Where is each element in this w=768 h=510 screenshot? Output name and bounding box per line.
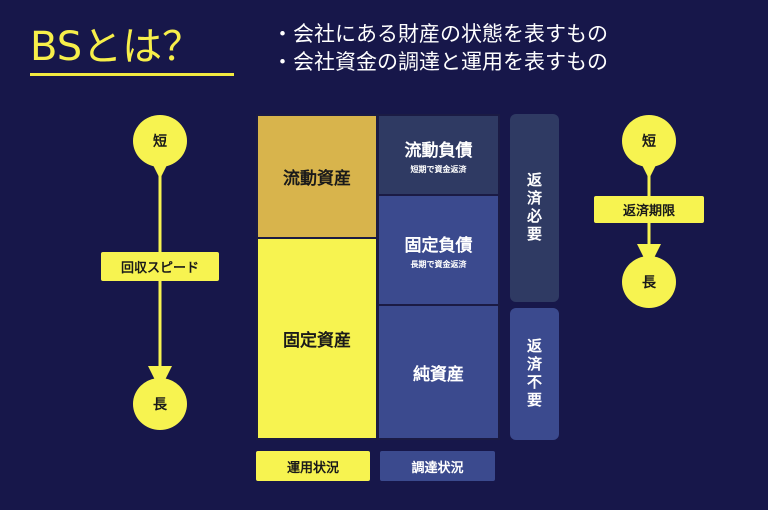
fixed-liabilities-block: 固定負債 長期で資金返済 [377,194,500,306]
slide-title: BSとは？ [30,22,234,76]
repay-not-required-label: 返済不要 [510,308,559,440]
left-axis-short-circle: 短 [133,115,187,167]
fixed-liabilities-note: 長期で資金返済 [410,259,467,269]
right-axis-long-circle: 長 [622,256,676,308]
right-axis-short-circle: 短 [622,115,676,167]
repay-required-label: 返済必要 [510,114,559,302]
fixed-liabilities-title: 固定負債 [404,235,473,256]
fixed-assets-block: 固定資産 [256,237,378,440]
collection-speed-label: 回収スピード [101,252,219,281]
usage-status-label: 運用状況 [256,451,370,481]
repayment-term-label: 返済期限 [594,196,704,223]
current-liabilities-title: 流動負債 [404,140,473,161]
net-assets-block: 純資産 [377,304,500,440]
bullet-2: ・会社資金の調達と運用を表すもの [272,50,608,74]
left-axis-long-circle: 長 [133,378,187,430]
bullet-1: ・会社にある財産の状態を表すもの [272,22,608,46]
current-liabilities-note: 短期で資金返済 [410,164,467,174]
current-assets-block: 流動資産 [256,114,378,239]
current-liabilities-block: 流動負債 短期で資金返済 [377,114,500,196]
funding-status-label: 調達状況 [380,451,495,481]
